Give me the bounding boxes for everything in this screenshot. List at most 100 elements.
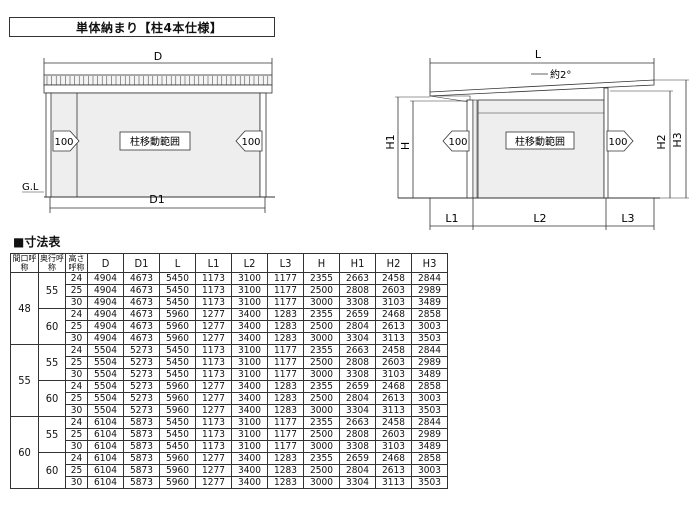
value-cell: 2458: [375, 416, 412, 429]
value-cell: 5504: [87, 392, 124, 405]
value-cell: 5450: [159, 356, 196, 369]
depth-cell: 55: [38, 272, 66, 309]
value-cell: 2663: [339, 416, 376, 429]
value-cell: 6104: [87, 416, 124, 429]
label-100-side-right: 100: [608, 137, 627, 148]
value-cell: 4673: [123, 296, 160, 309]
value-cell: 1173: [195, 428, 232, 441]
value-cell: 3100: [231, 440, 268, 453]
value-cell: 1277: [195, 308, 232, 321]
depth-cell: 55: [38, 344, 66, 381]
height-cell: 25: [65, 464, 88, 477]
label-D: D: [154, 50, 162, 63]
side-view: [395, 58, 689, 230]
value-cell: 2659: [339, 380, 376, 393]
value-cell: 3100: [231, 344, 268, 357]
value-cell: 3400: [231, 320, 268, 333]
depth-cell: 60: [38, 308, 66, 345]
value-cell: 5504: [87, 344, 124, 357]
value-cell: 2468: [375, 380, 412, 393]
value-cell: 2804: [339, 392, 376, 405]
value-cell: 6104: [87, 476, 124, 489]
value-cell: 1177: [267, 272, 304, 285]
value-cell: 5960: [159, 380, 196, 393]
value-cell: 5450: [159, 416, 196, 429]
value-cell: 3400: [231, 332, 268, 345]
value-cell: 3400: [231, 476, 268, 489]
value-cell: 5960: [159, 452, 196, 465]
value-cell: 1177: [267, 356, 304, 369]
value-cell: 1173: [195, 368, 232, 381]
value-cell: 5450: [159, 344, 196, 357]
value-cell: 5960: [159, 320, 196, 333]
value-cell: 2989: [411, 356, 448, 369]
value-cell: 2355: [303, 308, 340, 321]
header-cell: H1: [339, 253, 376, 273]
value-cell: 1177: [267, 440, 304, 453]
value-cell: 5273: [123, 344, 160, 357]
label-H1: H1: [384, 134, 397, 149]
value-cell: 3304: [339, 404, 376, 417]
value-cell: 1177: [267, 284, 304, 297]
value-cell: 3103: [375, 296, 412, 309]
header-cell: L2: [231, 253, 268, 273]
label-range-front: 柱移動範囲: [130, 135, 180, 148]
value-cell: 2355: [303, 416, 340, 429]
value-cell: 5504: [87, 356, 124, 369]
roof-ribs: [46, 76, 269, 85]
value-cell: 2659: [339, 308, 376, 321]
value-cell: 3100: [231, 296, 268, 309]
value-cell: 5450: [159, 428, 196, 441]
label-L2: L2: [533, 212, 546, 225]
height-cell: 25: [65, 392, 88, 405]
label-D1: D1: [149, 193, 164, 206]
value-cell: 5960: [159, 332, 196, 345]
value-cell: 3304: [339, 476, 376, 489]
value-cell: 3308: [339, 368, 376, 381]
value-cell: 3100: [231, 356, 268, 369]
value-cell: 1177: [267, 368, 304, 381]
header-cell: H: [303, 253, 340, 273]
value-cell: 3103: [375, 440, 412, 453]
value-cell: 3400: [231, 452, 268, 465]
value-cell: 3400: [231, 380, 268, 393]
value-cell: 3000: [303, 332, 340, 345]
value-cell: 1283: [267, 380, 304, 393]
value-cell: 2468: [375, 452, 412, 465]
value-cell: 3304: [339, 332, 376, 345]
value-cell: 1283: [267, 464, 304, 477]
value-cell: 2663: [339, 272, 376, 285]
value-cell: 5960: [159, 404, 196, 417]
label-GL: G.L: [22, 182, 39, 193]
table-header-row: 間口呼称 奥行呼称 高さ呼称 D D1 L L1 L2 L3 H H1 H2 H…: [10, 253, 448, 273]
value-cell: 5450: [159, 284, 196, 297]
header-cell: 高さ呼称: [65, 253, 88, 273]
height-cell: 25: [65, 428, 88, 441]
value-cell: 1277: [195, 332, 232, 345]
header-cell: D1: [123, 253, 160, 273]
value-cell: 4673: [123, 332, 160, 345]
value-cell: 3308: [339, 296, 376, 309]
label-100-side-left: 100: [448, 137, 467, 148]
value-cell: 2858: [411, 308, 448, 321]
value-cell: 5873: [123, 452, 160, 465]
value-cell: 5504: [87, 404, 124, 417]
value-cell: 3100: [231, 368, 268, 381]
value-cell: 2808: [339, 356, 376, 369]
value-cell: 3000: [303, 296, 340, 309]
value-cell: 4673: [123, 320, 160, 333]
header-cell: L1: [195, 253, 232, 273]
value-cell: 2613: [375, 464, 412, 477]
value-cell: 2500: [303, 356, 340, 369]
value-cell: 2603: [375, 428, 412, 441]
header-cell: D: [87, 253, 124, 273]
